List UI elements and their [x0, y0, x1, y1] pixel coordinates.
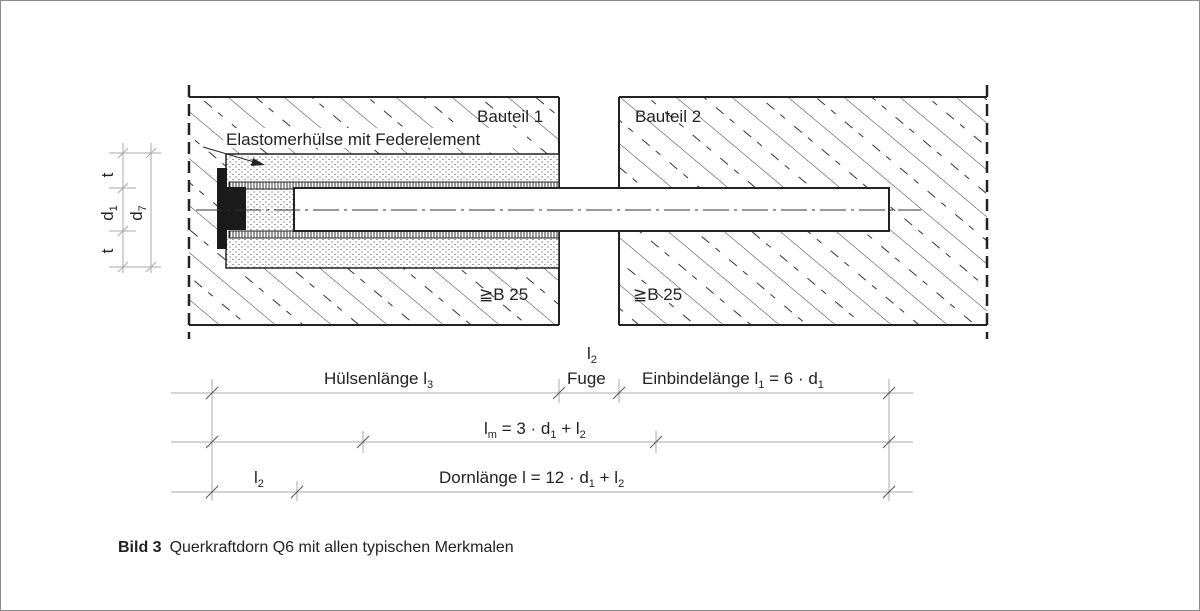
- left-dimensions: [109, 143, 161, 273]
- sleeve-length-label: Hülsenlänge l3: [324, 369, 433, 391]
- dowel-length-formula: Dornlänge l = 12 · d1 + l2: [439, 468, 624, 490]
- concrete-grade-1: ≧B 25: [479, 285, 528, 304]
- dimension-ticks: [205, 386, 896, 499]
- sleeve-label: Elastomerhülse mit Federelement: [226, 130, 480, 149]
- joint-label: Fuge: [567, 369, 606, 388]
- spring-element: [217, 168, 246, 249]
- leader-arrow: [202, 146, 265, 166]
- bottom-dimension-lines: [171, 379, 913, 501]
- bauteil-2-label: Bauteil 2: [635, 107, 701, 126]
- l2-bottom-label: l2: [254, 468, 264, 490]
- lm-formula: lm = 3 · d1 + l2: [484, 419, 586, 441]
- embedment-length-label: Einbindelänge l1 = 6 · d1: [642, 369, 824, 391]
- caption-label: Bild 3: [118, 539, 162, 556]
- caption-text: Querkraftdorn Q6 mit allen typischen Mer…: [169, 539, 514, 556]
- dim-d1: d1: [98, 205, 120, 221]
- dim-t-top: t: [98, 172, 117, 177]
- joint-l2-label: l2: [587, 344, 597, 366]
- figure-caption: Bild 3 Querkraftdorn Q6 mit allen typisch…: [118, 539, 514, 557]
- dim-d7: d7: [127, 205, 149, 221]
- concrete-grade-2: ≧B 25: [633, 285, 682, 304]
- dim-t-bottom: t: [98, 248, 117, 253]
- bauteil-1-label: Bauteil 1: [477, 107, 543, 126]
